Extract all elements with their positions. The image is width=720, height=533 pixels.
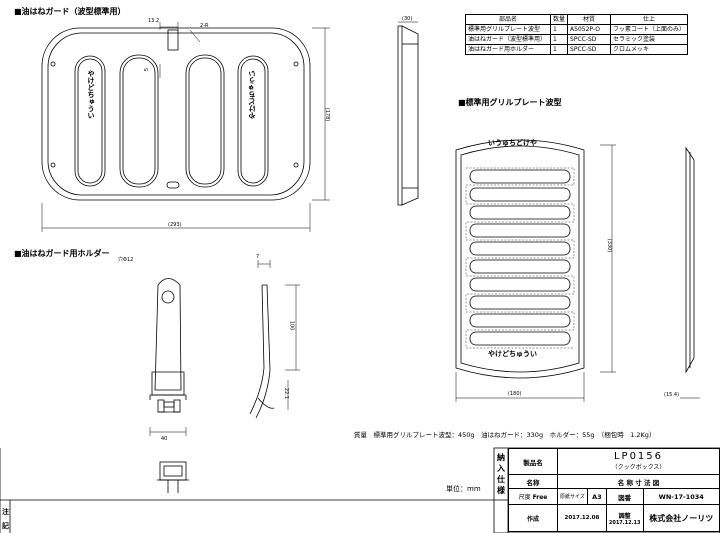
guard-warning-right: やけどちゅうい — [248, 70, 256, 119]
scale-label: 尺度 — [518, 494, 531, 501]
name-label: 名称 — [508, 474, 558, 489]
holder-bottom-view — [157, 461, 189, 493]
part-finish: フッ素コート（上面のみ） — [610, 24, 689, 35]
drawing-name: 名 称 寸 法 図 — [557, 474, 720, 489]
grill-plate-side-view — [685, 146, 695, 374]
holder-side-view — [249, 284, 275, 419]
dim-330: (330) — [606, 238, 613, 253]
plate-warning-top: いうゅちどけや — [488, 139, 537, 147]
part-finish: セラミック塗装 — [610, 34, 689, 45]
checked-cell: 調整 2017.12.13 — [605, 504, 644, 532]
product-sub: （クックボックス） — [611, 463, 666, 471]
drawing-no-label: 図番 — [605, 488, 644, 505]
product-label: 製品名 — [508, 448, 558, 475]
product-cell: LP0156 （クックボックス） — [557, 448, 720, 475]
grill-plate-top-view — [455, 139, 585, 379]
part-material: A5052P-O — [567, 24, 612, 35]
company-name: 株式会社ノーリツ — [642, 504, 720, 532]
dim-100: 100 — [288, 320, 295, 331]
weight-note: 質量 標準用グリルプレート波型：450g 油はねガード：330g ホルダー：55… — [354, 431, 656, 439]
created-label: 作成 — [526, 515, 539, 523]
header-finish: 仕上 — [610, 14, 689, 25]
part-material: SPCC-SD — [567, 34, 612, 45]
scale-cell: 尺度 Free — [508, 488, 558, 505]
paper-size-label: 原紙サイズ — [557, 488, 588, 505]
part-qty: 1 — [549, 24, 569, 35]
guard-side-view — [397, 25, 419, 206]
parts-table-header: 部品名 数量 材質 仕上 — [465, 14, 689, 25]
guard-front-view — [41, 27, 311, 201]
notes-label: 注 記 — [2, 505, 10, 533]
table-row: 油はねガード用ホルダー 1 SPCC-SD クロムメッキ — [465, 44, 689, 55]
part-name: 標準用グリルプレート波型 — [465, 24, 551, 35]
side-char: 記 — [2, 522, 9, 530]
dim-13-2: 13.2 — [148, 18, 160, 24]
drawing-no: WN-17-1034 — [642, 488, 720, 505]
part-material: SPCC-SD — [567, 44, 612, 55]
holder-front-view — [149, 278, 187, 413]
parts-table: 部品名 数量 材質 仕上 標準用グリルプレート波型 1 A5052P-O フッ素… — [465, 14, 689, 55]
product-code: LP0156 — [613, 450, 664, 462]
guard-warning-left: やけどちゅうい — [87, 70, 95, 119]
created-date: 2017.12.08 — [557, 504, 607, 532]
part-qty: 1 — [549, 44, 569, 55]
dim-40: 40 — [161, 436, 168, 442]
dim-293: (293) — [168, 222, 182, 228]
dim-180: (180) — [508, 391, 522, 397]
dim-178: (178) — [324, 107, 331, 122]
dim-7: 7 — [256, 254, 260, 260]
side-char: 注 — [2, 508, 9, 516]
dim-15-4: (15.4) — [664, 392, 680, 398]
header-part-name: 部品名 — [465, 14, 551, 25]
side-char: 様 — [497, 486, 505, 495]
dim-30: (30) — [402, 16, 413, 22]
dim-hole-12: 穴Φ12 — [118, 257, 134, 263]
side-char: 入 — [497, 464, 505, 473]
dim-2r: 2-R — [200, 23, 209, 29]
guard-section-title: ■油はねガード（波型標準用） — [14, 7, 126, 16]
header-qty: 数量 — [549, 14, 569, 25]
table-row: 油はねガード（波型標準用） 1 SPCC-SD セラミック塗装 — [465, 34, 689, 45]
checked-date: 2017.12.13 — [608, 519, 641, 526]
part-name: 油はねガード（波型標準用） — [465, 34, 551, 45]
delivery-spec-label: 納 入 仕 様 — [497, 452, 506, 496]
created-cell: 作成 — [508, 504, 558, 532]
grill-plate-grooves — [465, 167, 575, 349]
dim-5: 5 — [144, 67, 151, 72]
checked-label: 調整 — [618, 512, 631, 520]
part-qty: 1 — [549, 34, 569, 45]
part-finish: クロムメッキ — [610, 44, 689, 55]
scale-value: Free — [532, 494, 548, 501]
guard-dimension-lines — [41, 22, 330, 232]
side-char: 納 — [497, 453, 505, 462]
holder-section-title: ■油はねガード用ホルダー — [14, 249, 110, 258]
table-row: 標準用グリルプレート波型 1 A5052P-O フッ素コート（上面のみ） — [465, 24, 689, 35]
header-material: 材質 — [567, 14, 612, 25]
side-char: 仕 — [497, 475, 505, 484]
paper-size-value: A3 — [586, 488, 607, 505]
title-block: 製品名 LP0156 （クックボックス） 名称 名 称 寸 法 図 尺度 Fre… — [508, 448, 720, 532]
plate-section-title: ■標準用グリルプレート波型 — [458, 98, 562, 107]
part-name: 油はねガード用ホルダー — [465, 44, 551, 55]
dim-22-1: 22.1 — [283, 387, 290, 400]
unit-note: 単位：mm — [446, 485, 481, 493]
plate-warning-bottom: やけどちゅうい — [488, 350, 537, 358]
